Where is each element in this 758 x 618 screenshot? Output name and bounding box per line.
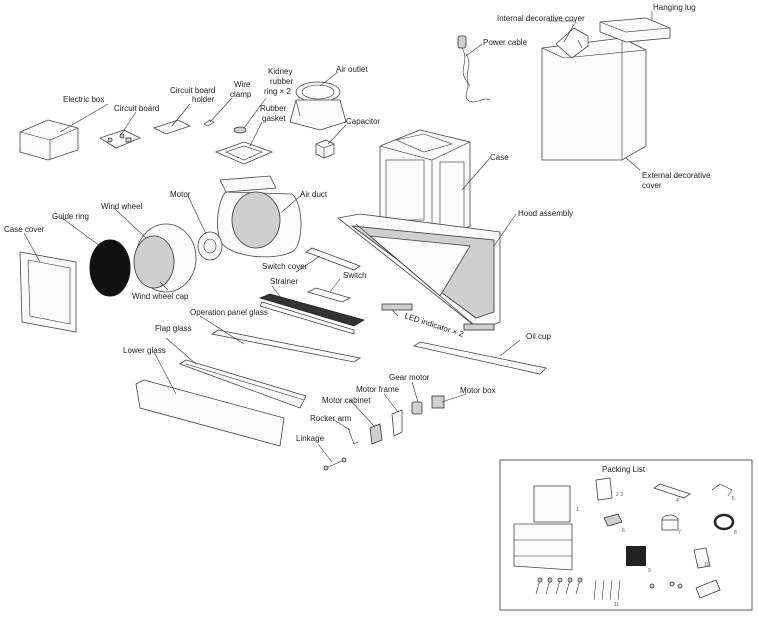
label-kidney-ring-line2: rubber <box>270 77 293 86</box>
circuit-board <box>99 129 141 149</box>
label-motor-cabinet: Motor cabinet <box>322 396 371 405</box>
label-wire-clamp-line1: Wire <box>234 80 251 89</box>
leader-lines <box>23 11 653 463</box>
pack-num-1: 1 <box>576 507 579 513</box>
label-lower-glass: Lower glass <box>123 346 166 355</box>
pack-num-4: 4 <box>676 498 679 504</box>
label-linkage: Linkage <box>296 434 325 443</box>
motor-frame <box>391 409 403 437</box>
packing-list: Packing List 1 2 3 4 5 6 7 8 9 10 <box>499 459 753 611</box>
label-power-cable: Power cable <box>483 38 528 47</box>
oil-cup <box>412 341 547 375</box>
label-circuit-board-holder-line2: holder <box>192 95 215 104</box>
case-cover <box>19 251 77 333</box>
rocker-arm <box>347 427 359 445</box>
label-guide-ring: Guide ring <box>52 212 89 221</box>
label-gear-motor: Gear motor <box>389 373 430 382</box>
linkage <box>323 457 347 471</box>
strainer <box>258 293 366 335</box>
internal-decorative-cover <box>555 27 589 59</box>
led-indicator <box>381 303 495 331</box>
label-hanging-lug: Hanging lug <box>653 3 696 12</box>
motor-box <box>431 395 445 409</box>
wire-clamp <box>203 119 215 127</box>
rubber-gasket <box>214 141 274 165</box>
label-external-decorative-cover-line1: External decorative <box>642 171 711 180</box>
guide-ring <box>89 239 131 297</box>
label-case: Case <box>490 153 509 162</box>
label-hood-assembly: Hood assembly <box>518 209 573 218</box>
packing-list-title: Packing List <box>602 465 646 474</box>
label-air-duct: Air duct <box>300 190 328 199</box>
electric-box <box>19 119 79 161</box>
air-outlet <box>289 81 347 131</box>
label-led-indicator: LED indicator × 2 <box>403 311 465 339</box>
gear-motor <box>411 401 423 415</box>
pack-item-hood-top <box>533 485 571 523</box>
kidney-rubber-ring <box>233 126 247 134</box>
lower-glass <box>135 379 285 447</box>
switch <box>306 287 352 303</box>
label-circuit-board: Circuit board <box>114 104 159 113</box>
label-motor-frame: Motor frame <box>356 385 400 394</box>
label-oil-cup: Oil cup <box>526 332 551 341</box>
label-air-outlet: Air outlet <box>336 65 368 74</box>
label-strainer: Strainer <box>270 277 298 286</box>
pack-item-8 <box>713 513 735 531</box>
label-motor-box: Motor box <box>460 386 496 395</box>
switch-cover <box>305 247 361 271</box>
hood-assembly <box>337 213 501 331</box>
pack-item-5 <box>711 483 733 497</box>
pack-num-7: 7 <box>678 530 681 536</box>
flap-glass <box>179 359 307 409</box>
pack-item-hood <box>513 523 573 571</box>
motor-cabinet <box>369 423 383 445</box>
circuit-board-holder <box>152 119 192 135</box>
label-wind-wheel: Wind wheel <box>101 202 143 211</box>
label-capacitor: Capacitor <box>346 117 381 126</box>
pack-num-11: 11 <box>614 602 619 608</box>
pack-item-4 <box>653 483 691 499</box>
label-wind-wheel-cap: Wind wheel cap <box>132 292 189 301</box>
operation-panel-glass <box>210 329 362 363</box>
pack-item-6 <box>603 513 623 527</box>
label-case-cover: Case cover <box>4 225 45 234</box>
hanging-lug <box>599 17 671 43</box>
label-electric-box: Electric box <box>63 95 104 104</box>
pack-num-5: 5 <box>732 496 735 502</box>
air-duct <box>217 175 302 258</box>
label-switch: Switch <box>343 271 367 280</box>
label-circuit-board-holder-line1: Circuit board <box>170 86 215 95</box>
pack-num-10: 10 <box>704 562 710 568</box>
pack-item-9 <box>626 546 646 566</box>
wind-wheel <box>133 223 197 293</box>
label-switch-cover: Switch cover <box>262 262 308 271</box>
pack-num-8: 8 <box>734 530 737 536</box>
pack-num-9: 9 <box>648 568 651 574</box>
label-wire-clamp-line2: clamp <box>230 90 252 99</box>
capacitor <box>315 139 335 159</box>
label-rubber-gasket-line2: gasket <box>262 114 286 123</box>
pack-num-6: 6 <box>622 528 625 534</box>
label-motor: Motor <box>170 190 191 199</box>
label-operation-panel-glass: Operation panel glass <box>190 308 268 317</box>
motor <box>197 231 223 261</box>
label-external-decorative-cover-line2: cover <box>642 181 662 190</box>
label-internal-decorative-cover: Internal decorative cover <box>497 14 585 23</box>
pack-item-manual <box>595 477 613 501</box>
label-rocker-arm: Rocker arm <box>310 414 352 423</box>
label-kidney-ring-line3: ring × 2 <box>264 87 291 96</box>
label-rubber-gasket-line1: Rubber <box>260 104 287 113</box>
pack-num-2-3: 2 3 <box>616 492 623 498</box>
external-decorative-cover <box>541 37 647 161</box>
pack-item-11 <box>535 577 721 601</box>
pack-item-10 <box>693 547 711 569</box>
power-cable <box>457 35 491 103</box>
label-flap-glass: Flap glass <box>155 324 191 333</box>
label-kidney-ring-line1: Kidney <box>268 67 292 76</box>
